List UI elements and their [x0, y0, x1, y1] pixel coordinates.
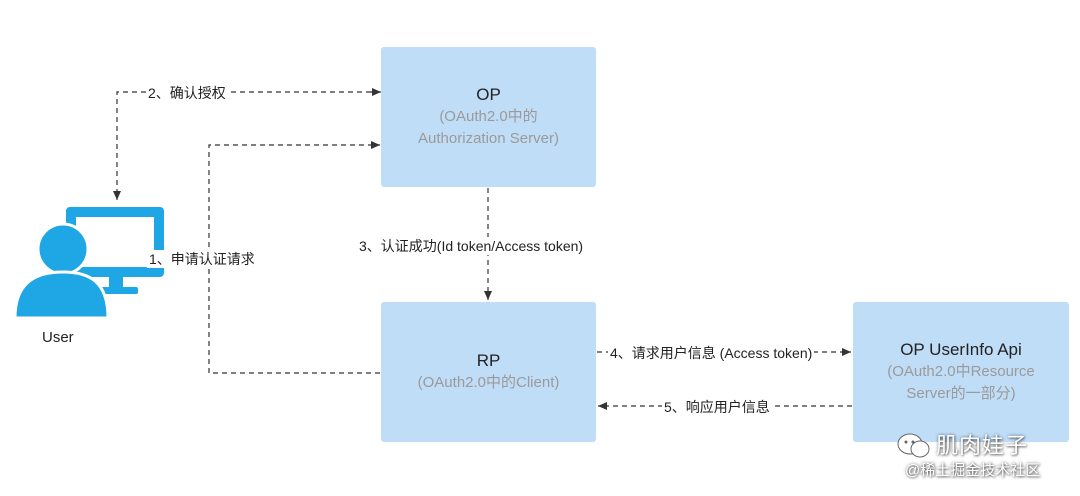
op-title: OP: [476, 85, 501, 104]
edge-label-step4: 4、请求用户信息 (Access token): [608, 344, 815, 362]
op-subtitle-2: Authorization Server): [418, 130, 559, 147]
user-icon: [13, 207, 164, 320]
edge-step2: [113, 91, 380, 200]
userinfo-title: OP UserInfo Api: [900, 340, 1022, 359]
watermark-site: @稀土掘金技术社区: [905, 462, 1041, 479]
user-label: User: [42, 329, 74, 346]
op-subtitle-1: (OAuth2.0中的: [439, 108, 538, 125]
userinfo-subtitle-2: Server的一部分): [906, 385, 1016, 402]
edge-label-step3: 3、认证成功(Id token/Access token): [357, 237, 586, 255]
userinfo-subtitle-1: (OAuth2.0中Resource: [887, 363, 1035, 380]
wechat-icon: [897, 433, 930, 458]
edge-label-step1: 1、申请认证请求: [147, 250, 257, 268]
watermark-account: 肌肉娃子: [936, 433, 1029, 458]
op-box: OP (OAuth2.0中的 Authorization Server): [381, 47, 596, 187]
userinfo-box: OP UserInfo Api (OAuth2.0中Resource Serve…: [853, 302, 1069, 442]
rp-subtitle: (OAuth2.0中的Client): [417, 374, 560, 391]
edge-label-step5: 5、响应用户信息: [662, 398, 772, 416]
rp-box: RP (OAuth2.0中的Client): [381, 302, 596, 442]
rp-title: RP: [476, 351, 501, 370]
edge-label-step2: 2、确认授权: [146, 84, 228, 102]
edge-step1: [208, 141, 380, 374]
